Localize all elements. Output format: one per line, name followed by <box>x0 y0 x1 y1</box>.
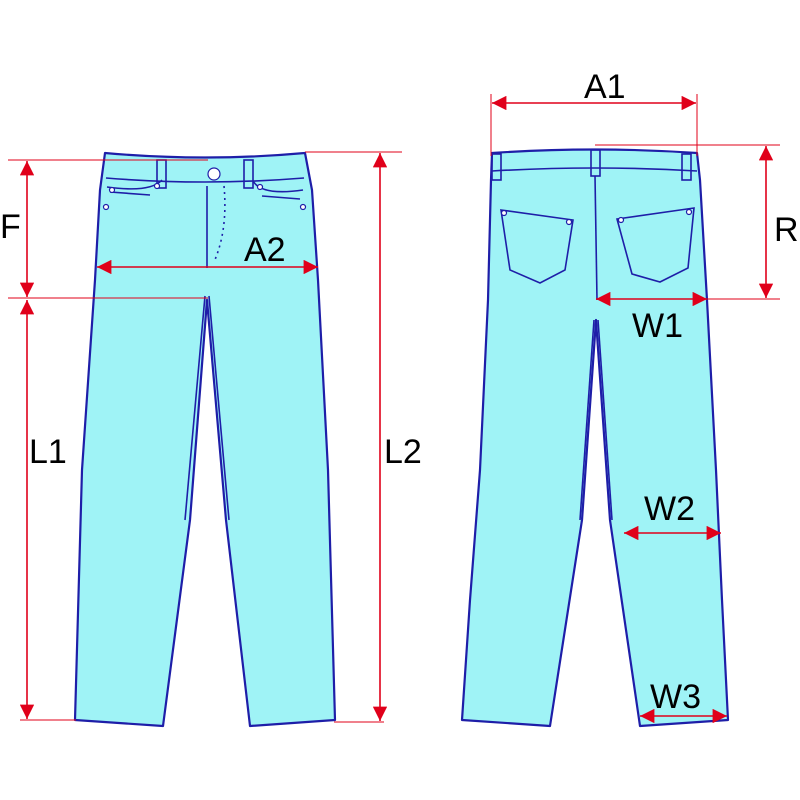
label-a2: A2 <box>244 231 286 269</box>
front-right-pocket <box>252 180 304 193</box>
label-w3: W3 <box>650 678 701 716</box>
back-belt-loop-right <box>681 153 692 181</box>
label-r: R <box>774 211 799 249</box>
front-rivet-4 <box>256 183 264 191</box>
back-center-seam <box>594 175 598 301</box>
back-left-pocket <box>500 209 574 284</box>
back-belt-loop-left <box>491 153 502 181</box>
back-rivet-4 <box>685 208 693 216</box>
back-waistband-line <box>491 167 698 172</box>
label-w1: W1 <box>632 307 683 345</box>
front-jeans <box>73 151 337 728</box>
label-l1: L1 <box>29 433 67 471</box>
back-rivet-1 <box>500 209 508 217</box>
front-rivet-5 <box>299 203 307 211</box>
label-w2: W2 <box>644 490 695 528</box>
front-rivet-1 <box>108 186 116 194</box>
back-inseam-left <box>579 319 595 521</box>
back-jeans-body <box>460 148 730 728</box>
front-fly-stitch <box>213 185 226 263</box>
front-right-coin-pocket <box>261 195 301 200</box>
label-l2: L2 <box>384 433 422 471</box>
front-belt-loop-right <box>243 159 254 189</box>
front-button <box>207 167 221 181</box>
back-jeans <box>460 148 730 728</box>
front-inseam-right <box>208 295 230 521</box>
front-jeans-body <box>73 151 337 728</box>
back-inseam-right <box>597 319 613 521</box>
front-rivet-2 <box>102 203 110 211</box>
front-waistband-line <box>105 177 305 183</box>
front-inseam-left <box>184 295 206 521</box>
back-rivet-2 <box>565 218 573 226</box>
front-rivet-3 <box>153 182 161 190</box>
back-right-pocket <box>615 207 695 283</box>
measurement-lines <box>8 94 780 724</box>
front-left-coin-pocket <box>109 191 151 196</box>
label-f: F <box>0 208 21 246</box>
label-a1: A1 <box>584 68 626 106</box>
measurement-labels: A1 A2 F R L1 L2 W1 W2 W3 <box>0 68 799 716</box>
back-rivet-3 <box>617 216 625 224</box>
